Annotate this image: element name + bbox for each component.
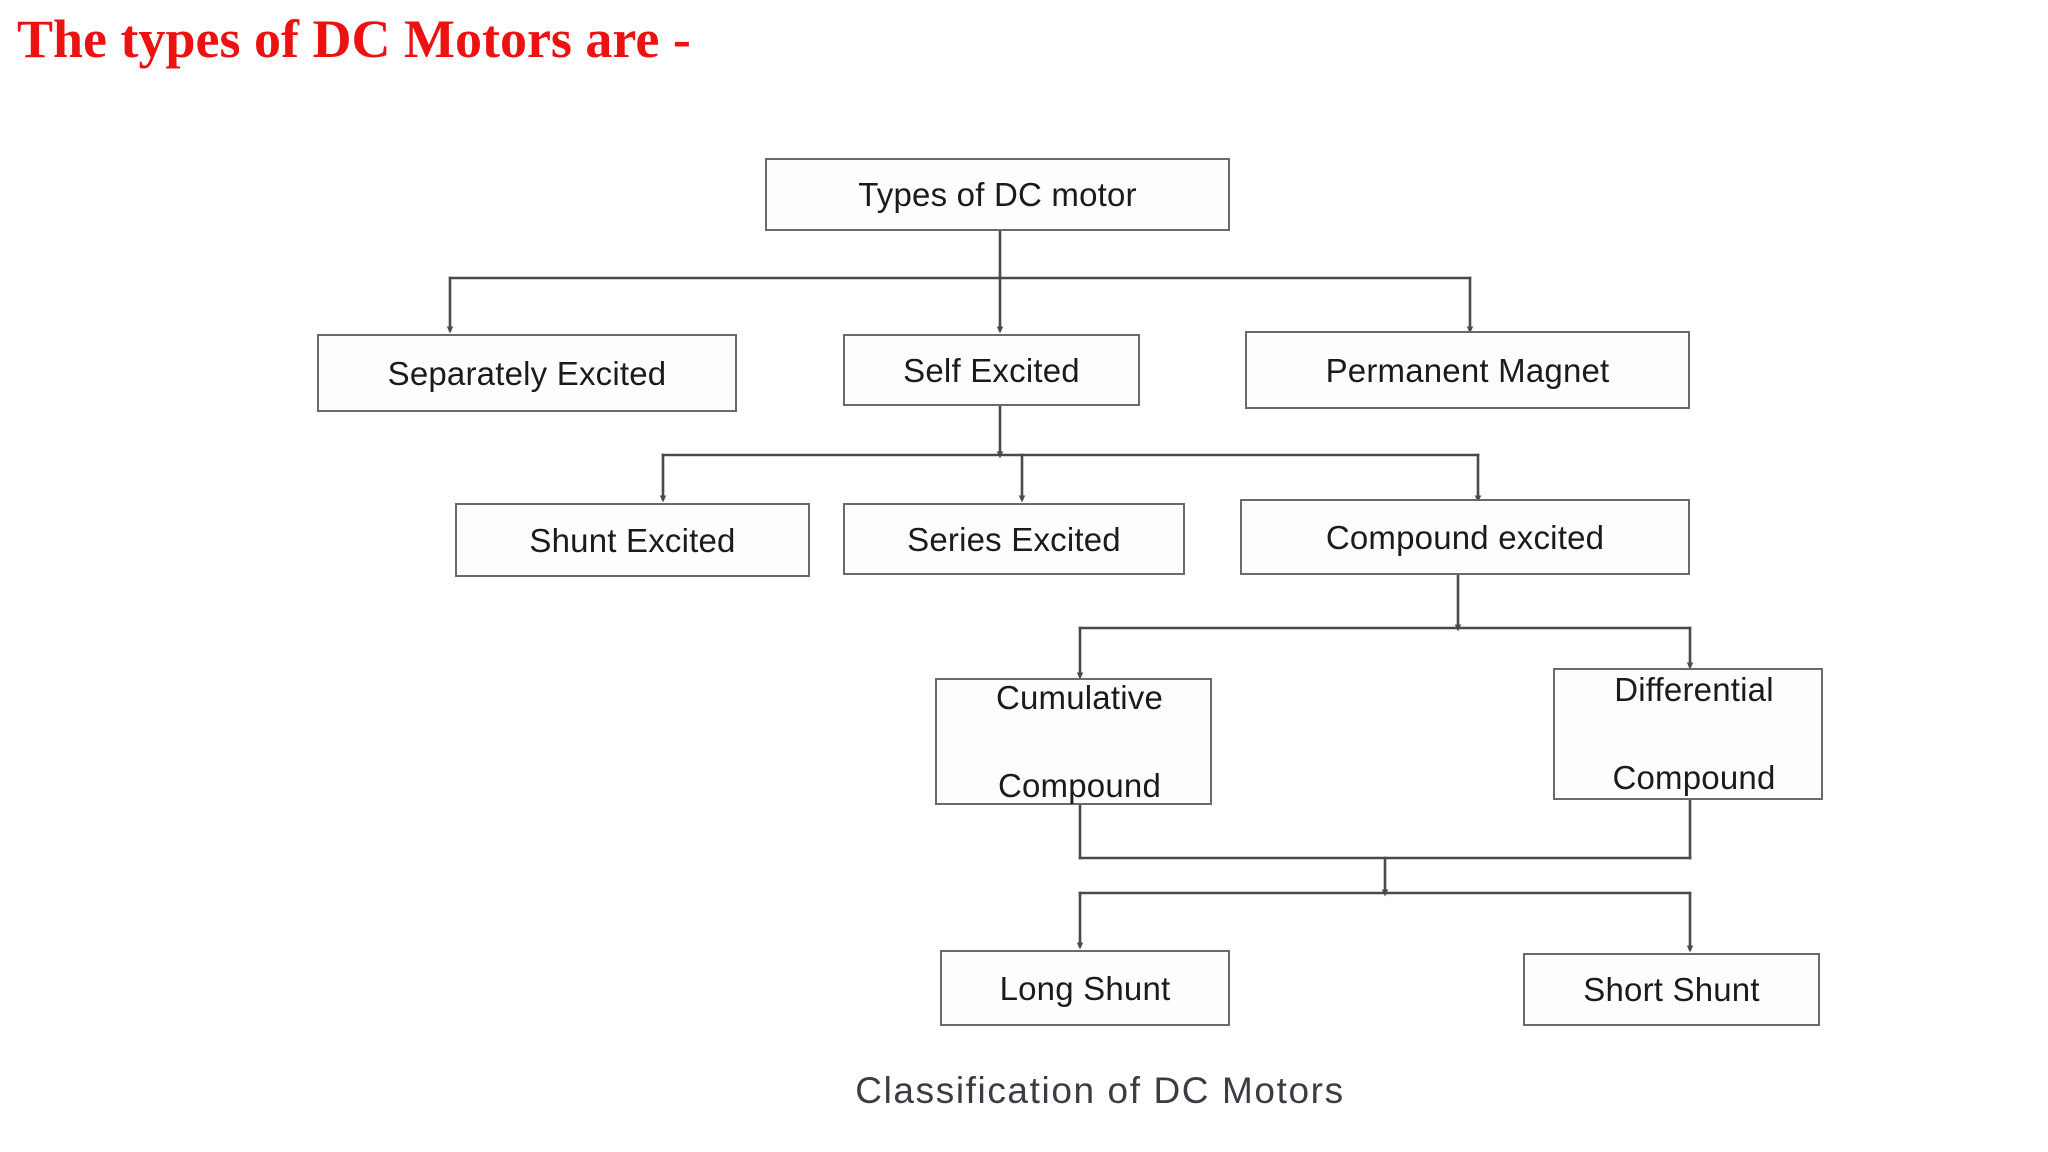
- node-label-line2: Compound: [1612, 759, 1776, 796]
- node-series-excited[interactable]: Series Excited: [843, 503, 1185, 575]
- node-types-of-dc-motor[interactable]: Types of DC motor: [765, 158, 1230, 231]
- node-label: Types of DC motor: [858, 176, 1137, 213]
- node-long-shunt[interactable]: Long Shunt: [940, 950, 1230, 1026]
- node-label: Self Excited: [903, 351, 1080, 389]
- node-label: Shunt Excited: [529, 521, 736, 559]
- node-label-line1: Differential: [1614, 671, 1774, 708]
- node-separately-excited[interactable]: Separately Excited: [317, 334, 737, 412]
- page-title: The types of DC Motors are -: [17, 9, 691, 69]
- node-label: Compound excited: [1325, 518, 1605, 556]
- node-label: Long Shunt: [999, 969, 1171, 1007]
- node-permanent-magnet[interactable]: Permanent Magnet: [1245, 331, 1690, 409]
- node-label-line2: Compound: [997, 766, 1162, 804]
- node-label-line1: Cumulative: [995, 678, 1164, 716]
- node-short-shunt[interactable]: Short Shunt: [1523, 953, 1820, 1026]
- node-shunt-excited[interactable]: Shunt Excited: [455, 503, 810, 577]
- node-label: Permanent Magnet: [1325, 351, 1610, 389]
- diagram-caption: Classification of DC Motors: [855, 1070, 1345, 1111]
- node-self-excited[interactable]: Self Excited: [843, 334, 1140, 406]
- node-label: Short Shunt: [1583, 971, 1760, 1008]
- node-label: Series Excited: [907, 520, 1121, 558]
- node-compound-excited[interactable]: Compound excited: [1240, 499, 1690, 575]
- node-label: Separately Excited: [387, 354, 667, 392]
